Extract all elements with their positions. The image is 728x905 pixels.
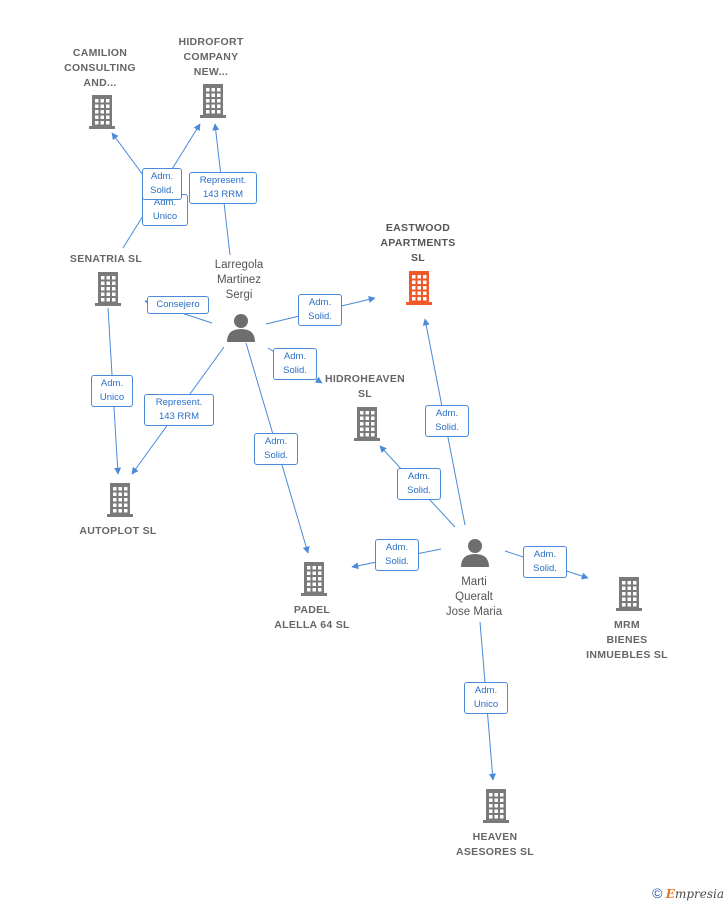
edge-label-marti-to-mrm[interactable]: Adm. Solid. bbox=[523, 546, 567, 578]
edge-label-larregola-to-eastwood[interactable]: Adm. Solid. bbox=[298, 294, 342, 326]
hidroheaven-building-icon[interactable] bbox=[354, 407, 380, 441]
senatria-building-icon[interactable] bbox=[95, 272, 121, 306]
edge-label-marti-to-eastwood[interactable]: Adm. Solid. bbox=[425, 405, 469, 437]
heaven-building-icon[interactable] bbox=[483, 789, 509, 823]
node-label-autoplot[interactable]: AUTOPLOT SL bbox=[79, 525, 157, 537]
node-label-padel[interactable]: PADEL ALELLA 64 SL bbox=[274, 604, 350, 631]
node-label-hidrofort[interactable]: HIDROFORT COMPANY NEW... bbox=[178, 36, 244, 78]
marti-person-icon[interactable] bbox=[461, 539, 489, 567]
padel-building-icon[interactable] bbox=[301, 562, 327, 596]
edge-label-marti-to-hidroheaven[interactable]: Adm. Solid. bbox=[397, 468, 441, 500]
eastwood-building-icon[interactable] bbox=[406, 271, 432, 305]
node-label-eastwood[interactable]: EASTWOOD APARTMENTS SL bbox=[380, 222, 456, 264]
node-label-camilion[interactable]: CAMILION CONSULTING AND... bbox=[64, 47, 136, 89]
node-label-mrm[interactable]: MRM BIENES INMUEBLES SL bbox=[586, 619, 668, 661]
nodes-layer bbox=[89, 84, 642, 823]
footer-brand: © Empresia bbox=[652, 885, 724, 901]
node-label-hidroheaven[interactable]: HIDROHEAVEN SL bbox=[324, 373, 406, 400]
brand-name: Empresia bbox=[665, 887, 724, 901]
edge-label-marti-to-padel[interactable]: Adm. Solid. bbox=[375, 539, 419, 571]
edge-label-larregola-to-hidrofort[interactable]: Represent. 143 RRM bbox=[189, 172, 257, 204]
edge-label-larregola-to-senatria[interactable]: Consejero bbox=[147, 296, 209, 314]
edge-label-senatria-to-hidrofort[interactable]: Adm. Solid. bbox=[142, 168, 182, 200]
mrm-building-icon[interactable] bbox=[616, 577, 642, 611]
node-label-senatria[interactable]: SENATRIA SL bbox=[69, 253, 143, 265]
edge-label-larregola-to-autoplot[interactable]: Represent. 143 RRM bbox=[144, 394, 214, 426]
edge-label-larregola-to-hidroheaven[interactable]: Adm. Solid. bbox=[273, 348, 317, 380]
node-label-heaven[interactable]: HEAVEN ASESORES SL bbox=[456, 831, 534, 858]
larregola-person-icon[interactable] bbox=[227, 314, 255, 342]
edge-label-marti-to-heaven[interactable]: Adm. Unico bbox=[464, 682, 508, 714]
node-label-larregola[interactable]: Larregola Martinez Sergi bbox=[214, 259, 264, 301]
copyright-icon: © bbox=[652, 885, 663, 901]
autoplot-building-icon[interactable] bbox=[107, 483, 133, 517]
edge-label-senatria-to-autoplot[interactable]: Adm. Unico bbox=[91, 375, 133, 407]
node-label-marti[interactable]: Marti Queralt Jose Maria bbox=[445, 576, 503, 618]
camilion-building-icon[interactable] bbox=[89, 95, 115, 129]
edge-label-larregola-to-padel[interactable]: Adm. Solid. bbox=[254, 433, 298, 465]
hidrofort-building-icon[interactable] bbox=[200, 84, 226, 118]
